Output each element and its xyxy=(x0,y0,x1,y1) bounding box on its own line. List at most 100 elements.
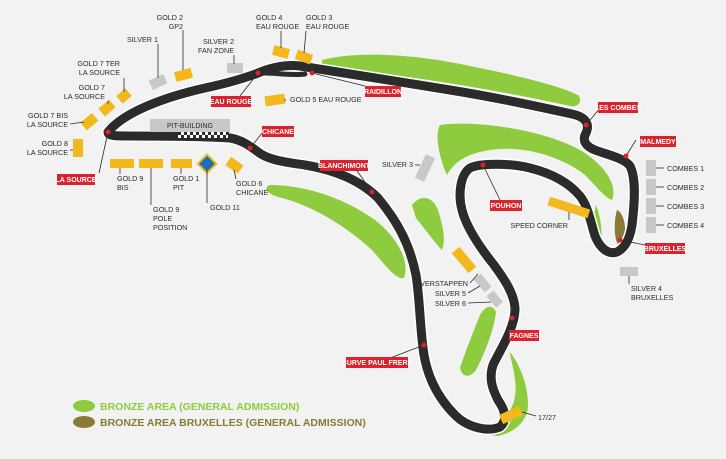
checker-square xyxy=(190,132,193,135)
label-silver3: SILVER 3 xyxy=(382,160,413,169)
label-gold6-a: GOLD 6 xyxy=(236,179,262,188)
grandstand-silver4[interactable] xyxy=(620,267,638,276)
corner-les-combes[interactable]: LES COMBES xyxy=(595,102,642,113)
label-gold2-b: GP2 xyxy=(169,22,183,31)
grandstand-silver1[interactable] xyxy=(148,74,168,90)
label-combes3: COMBES 3 xyxy=(667,202,704,211)
grandstand-silver2[interactable] xyxy=(227,63,243,73)
grandstand-silver3[interactable] xyxy=(414,154,436,182)
bronze-area-les-combes-inner[interactable] xyxy=(437,123,614,200)
corner-raidillon[interactable]: RAIDILLON xyxy=(364,86,402,97)
legend-bronze-bruxelles-swatch xyxy=(73,416,95,428)
checker-square xyxy=(193,135,196,138)
label-gold8-b: LA SOURCE xyxy=(27,148,68,157)
grandstand-speed-corner[interactable] xyxy=(547,196,591,219)
corner-pouhon[interactable]: POUHON xyxy=(490,200,522,211)
bronze-area-fagnes[interactable] xyxy=(460,306,496,376)
label-gold7bis-a: GOLD 7 BIS xyxy=(28,111,68,120)
grandstand-combes4[interactable] xyxy=(646,217,656,233)
corner-malmedy[interactable]: MALMEDY xyxy=(640,136,676,147)
grandstand-gold5[interactable] xyxy=(264,93,286,107)
grandstands xyxy=(73,45,656,425)
label-silver1: SILVER 1 xyxy=(127,35,158,44)
legend-bronze-label: BRONZE AREA (GENERAL ADMISSION) xyxy=(100,401,299,413)
checker-square xyxy=(220,132,223,135)
legend-bronze-swatch xyxy=(73,400,95,412)
corner-blanchimont[interactable]: BLANCHIMONT xyxy=(318,160,371,171)
label-combes4: COMBES 4 xyxy=(667,221,704,230)
corner-dots xyxy=(105,70,629,348)
corner-pouhon-label: POUHON xyxy=(491,203,522,210)
label-gold7bis-b: LA SOURCE xyxy=(27,120,68,129)
bronze-area-kemmel[interactable] xyxy=(322,54,581,107)
grandstand-silver5[interactable] xyxy=(473,273,492,293)
label-gold3-b: EAU ROUGE xyxy=(306,22,349,31)
corner-chicane[interactable]: CHICANE xyxy=(262,126,294,137)
label-gold7-a: GOLD 7 xyxy=(79,83,105,92)
label-gold7-b: LA SOURCE xyxy=(64,92,105,101)
label-silver6: SILVER 6 xyxy=(435,299,466,308)
grandstand-gold6[interactable] xyxy=(225,156,244,174)
grandstand-silver6[interactable] xyxy=(486,290,503,308)
grandstand-gold1[interactable] xyxy=(171,159,192,168)
label-gold1-b: PIT xyxy=(173,183,185,192)
label-gold7ter-a: GOLD 7 TER xyxy=(77,59,120,68)
corner-chicane-label: CHICANE xyxy=(262,129,294,136)
corner-curve-paul-frere[interactable]: CURVE PAUL FRERE xyxy=(342,357,413,368)
label-gold2-a: GOLD 2 xyxy=(157,13,183,22)
leader-lines xyxy=(69,30,664,417)
grandstand-combes3[interactable] xyxy=(646,198,656,214)
grandstand-gold4[interactable] xyxy=(271,45,291,59)
grandstand-gold2[interactable] xyxy=(173,67,193,82)
pit-building-label: PIT-BUILDING xyxy=(167,123,213,130)
label-gold5: GOLD 5 EAU ROUGE xyxy=(290,95,362,104)
bronze-area-blanchimont[interactable] xyxy=(266,185,406,279)
corner-eau-rouge[interactable]: EAU ROUGE xyxy=(210,96,253,107)
corner-la-source[interactable]: LA SOURCE xyxy=(56,174,97,185)
label-gold6-b: CHICANE xyxy=(236,188,269,197)
checker-square xyxy=(202,132,205,135)
label-gold9pole-c: POSITION xyxy=(153,223,187,232)
grandstand-gold7ter[interactable] xyxy=(116,88,132,104)
corner-bruxelles-label: BRUXELLES xyxy=(644,246,687,253)
label-silver5: SILVER 5 xyxy=(435,289,466,298)
label-gold4-b: EAU ROUGE xyxy=(256,22,299,31)
grandstand-gold3[interactable] xyxy=(294,49,314,65)
legend-bronze-bruxelles: BRONZE AREA BRUXELLES (GENERAL ADMISSION… xyxy=(73,416,366,429)
label-silver4-b: BRUXELLES xyxy=(631,293,674,302)
corner-bruxelles[interactable]: BRUXELLES xyxy=(644,243,687,254)
corner-fagnes[interactable]: FAGNES xyxy=(509,330,539,341)
grandstand-verstappen[interactable] xyxy=(451,246,477,274)
bronze-bruxelles-area[interactable] xyxy=(614,210,626,245)
grandstand-gold9bis[interactable] xyxy=(110,159,134,168)
bronze-area-pouhon[interactable] xyxy=(412,198,444,250)
label-gold9pole-b: POLE xyxy=(153,214,172,223)
corner-raidillon-label: RAIDILLON xyxy=(364,89,402,96)
label-silver2-b: FAN ZONE xyxy=(198,46,234,55)
grandstand-labels: GOLD 2 GP2 SILVER 1 GOLD 4 EAU ROUGE GOL… xyxy=(27,13,704,422)
checker-square xyxy=(178,132,181,135)
checker-square xyxy=(217,135,220,138)
grandstand-gold9pole[interactable] xyxy=(139,159,163,168)
checker-square xyxy=(208,132,211,135)
grandstand-gold8[interactable] xyxy=(73,139,83,157)
corner-eau-rouge-label: EAU ROUGE xyxy=(210,99,253,106)
grandstand-17-27[interactable] xyxy=(498,405,524,425)
grandstand-combes2[interactable] xyxy=(646,179,656,195)
corner-malmedy-label: MALMEDY xyxy=(640,139,676,146)
race-track xyxy=(102,59,641,436)
label-gold9bis-a: GOLD 9 xyxy=(117,174,143,183)
grandstand-gold7[interactable] xyxy=(98,99,116,117)
checker-square xyxy=(187,135,190,138)
grandstand-combes1[interactable] xyxy=(646,160,656,176)
label-gold8-a: GOLD 8 xyxy=(42,139,68,148)
label-17-27: 17/27 xyxy=(538,413,556,422)
grandstand-gold7bis[interactable] xyxy=(80,113,99,131)
label-speed-corner: SPEED CORNER xyxy=(510,221,568,230)
label-gold4-a: GOLD 4 xyxy=(256,13,282,22)
grandstand-gold11[interactable] xyxy=(196,153,218,175)
checker-square xyxy=(211,135,214,138)
label-silver2-a: SILVER 2 xyxy=(203,37,234,46)
pit-building: PIT-BUILDING xyxy=(150,119,230,132)
